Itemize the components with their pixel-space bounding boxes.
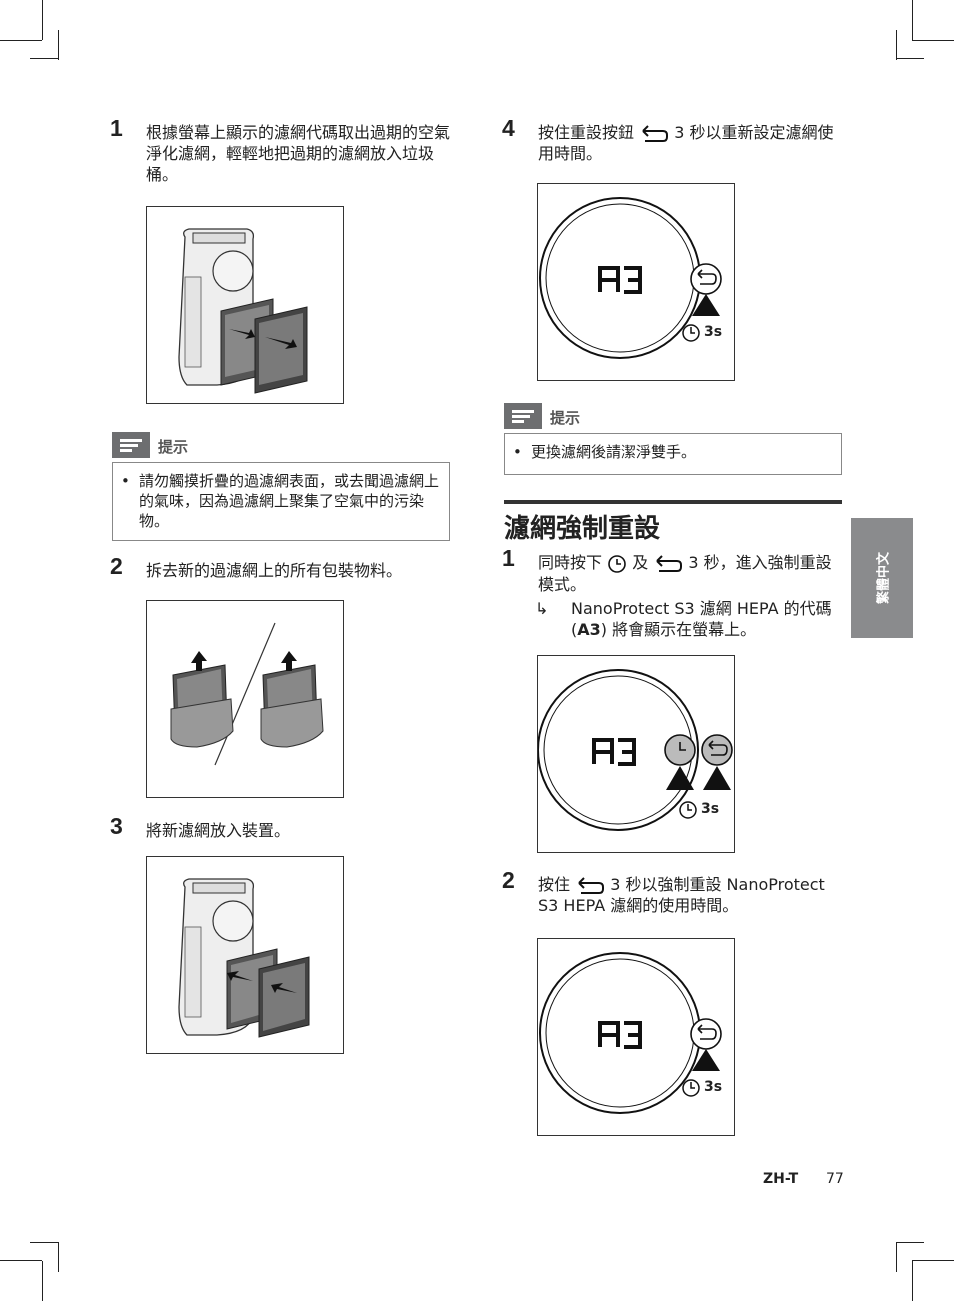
step-text-b: 及: [632, 553, 649, 572]
crop-mark: [42, 1261, 43, 1301]
figure-insert-filters: [146, 856, 344, 1054]
note-icon: [504, 403, 542, 429]
note-box: • 請勿觸摸折疊的過濾網表面，或去聞過濾網上的氣味，因為過濾網上聚集了空氣中的污…: [112, 462, 450, 541]
step-text: 根據螢幕上顯示的濾網代碼取出過期的空氣淨化濾網，輕輕地把過期的濾網放入垃圾桶。: [146, 123, 451, 184]
step-4: 4 按住重設按鈕 3 秒以重新設定濾網使用時間。: [502, 117, 844, 164]
crop-mark: [58, 1242, 59, 1272]
clock-icon: [608, 554, 626, 573]
force-step-2: 2 按住 3 秒以強制重設 NanoProtect S3 HEPA 濾網的使用時…: [502, 869, 844, 916]
step-number: 2: [110, 553, 123, 579]
step-3: 3 將新濾網放入裝置。: [110, 815, 452, 841]
note-label: 提示: [550, 409, 581, 427]
crop-mark: [912, 40, 954, 41]
force-step-1: 1 同時按下 及 3 秒，進入強制重設模式。: [502, 547, 844, 595]
note-text: 更換濾網後請潔淨雙手。: [531, 443, 697, 461]
crop-mark: [30, 1242, 58, 1243]
step-number: 3: [110, 813, 123, 839]
language-tab: 繁體中文: [851, 518, 913, 638]
hold-duration: 3s: [701, 801, 720, 817]
crop-mark: [896, 1242, 897, 1272]
crop-mark: [42, 0, 43, 40]
step-number: 4: [502, 115, 515, 141]
step-text-a: 按住重設按鈕: [538, 123, 635, 142]
step-text: 拆去新的過濾網上的所有包裝物料。: [146, 561, 403, 580]
step-text-c: 3 秒，進入強制重設模式。: [538, 553, 832, 594]
step-2: 2 拆去新的過濾網上的所有包裝物料。: [110, 555, 452, 581]
bullet: •: [121, 472, 130, 490]
crop-mark: [912, 1260, 954, 1261]
crop-mark: [896, 1242, 924, 1243]
step-text-b: 3 秒以強制重設 NanoProtect S3 HEPA 濾網的使用時間。: [538, 875, 825, 915]
language-tab-label: 繁體中文: [876, 551, 892, 605]
footer-lang: ZH-T: [763, 1171, 799, 1187]
bullet: •: [513, 443, 522, 461]
crop-mark: [0, 1260, 42, 1261]
crop-mark: [896, 30, 897, 60]
hold-duration: 3s: [704, 324, 723, 340]
result-text-b: ) 將會顯示在螢幕上。: [600, 620, 757, 639]
crop-mark: [912, 1261, 913, 1301]
page-number: 77: [826, 1171, 844, 1187]
step-number: 1: [502, 545, 515, 571]
result-code: A3: [577, 620, 601, 639]
crop-mark: [0, 40, 42, 41]
figure-display-reset: 3s: [537, 183, 735, 381]
result-line: ↳ NanoProtect S3 濾網 HEPA 的代碼 (A3) 將會顯示在螢…: [535, 598, 843, 640]
result-text-a: NanoProtect S3 濾網 HEPA 的代碼 (: [571, 599, 832, 639]
section-title: 濾網強制重設: [504, 500, 842, 545]
step-1: 1 根據螢幕上顯示的濾網代碼取出過期的空氣淨化濾網，輕輕地把過期的濾網放入垃圾桶…: [110, 117, 452, 185]
step-text-a: 同時按下: [538, 553, 603, 572]
step-number: 1: [110, 115, 123, 141]
figure-remove-filters: [146, 206, 344, 404]
step-number: 2: [502, 867, 515, 893]
step-text-b: 3 秒以重新設定濾網使用時間。: [538, 123, 834, 163]
note-label: 提示: [158, 438, 189, 456]
crop-mark: [30, 58, 58, 59]
note-icon: [112, 432, 150, 458]
reset-icon: [578, 876, 605, 894]
crop-mark: [912, 0, 913, 40]
step-text-a: 按住: [538, 875, 571, 894]
figure-display-force-reset-hold: 3s: [537, 938, 735, 1136]
step-text: 將新濾網放入裝置。: [146, 821, 291, 840]
note-header: 提示: [504, 403, 842, 429]
note-header: 提示: [112, 432, 450, 458]
figure-unpack-filters: [146, 600, 344, 798]
note-text: 請勿觸摸折疊的過濾網表面，或去聞過濾網上的氣味，因為過濾網上聚集了空氣中的污染物…: [139, 472, 440, 530]
crop-mark: [58, 30, 59, 60]
crop-mark: [896, 58, 924, 59]
reset-icon: [656, 554, 683, 572]
figure-display-force-reset: 3s: [537, 655, 735, 853]
hold-duration: 3s: [704, 1079, 723, 1095]
result-arrow: ↳: [535, 599, 549, 618]
note-box: • 更換濾網後請潔淨雙手。: [504, 433, 842, 475]
reset-icon: [642, 124, 669, 142]
